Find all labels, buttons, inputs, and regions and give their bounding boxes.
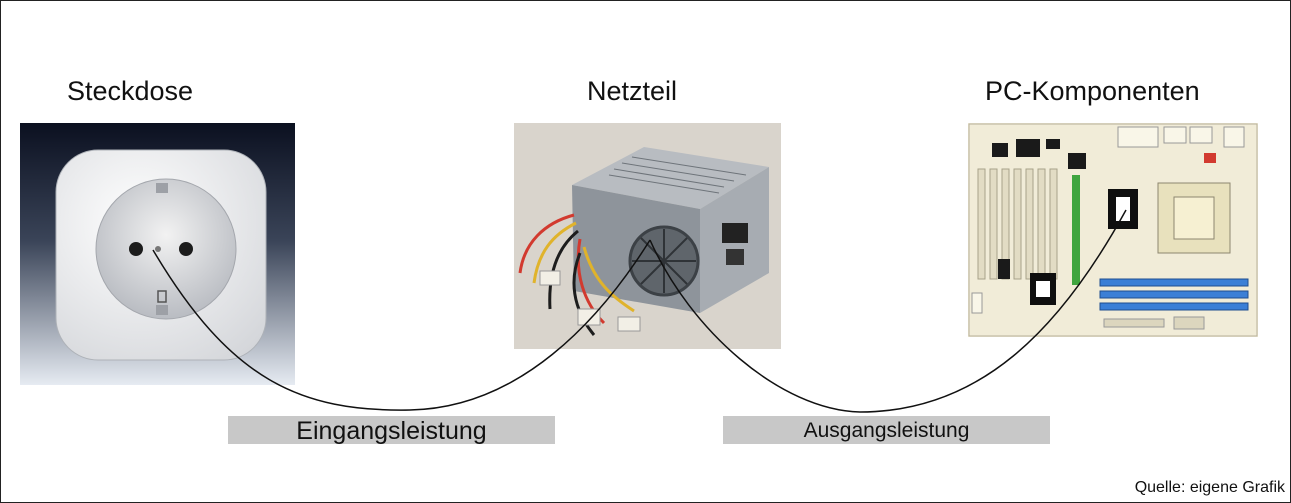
input-power-label: Eingangsleistung xyxy=(296,417,487,445)
output-power-label: Ausgangsleistung xyxy=(803,419,970,442)
wall-socket-photo xyxy=(20,123,295,385)
motherboard-layout-drawing xyxy=(968,123,1258,337)
source-credit: Quelle: eigene Grafik xyxy=(1134,479,1285,496)
output-power-bar: Ausgangsleistung xyxy=(723,416,1050,444)
heading-netzteil: Netzteil xyxy=(587,76,678,106)
heading-pc-komponenten: PC-Komponenten xyxy=(985,76,1200,106)
heading-steckdose: Steckdose xyxy=(67,76,194,106)
power-supply-unit-photo xyxy=(514,123,781,349)
input-power-bar: Eingangsleistung xyxy=(228,416,555,445)
